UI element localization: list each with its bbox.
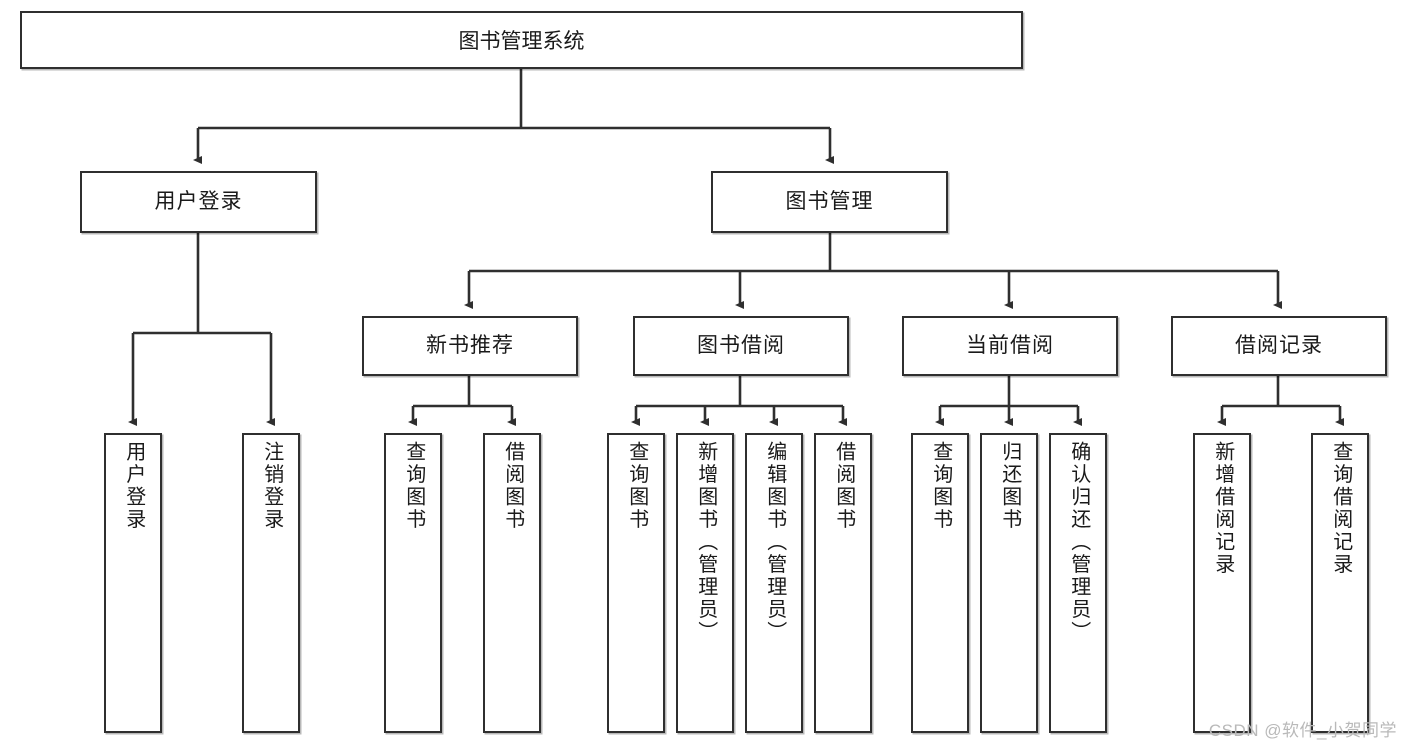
leaf-borrow-book-new[interactable]: 借阅图书 — [483, 433, 541, 733]
watermark: CSDN @软件_小贺同学 — [1208, 721, 1397, 740]
leaf-query-borrow-record[interactable]: 查询借阅记录 — [1311, 433, 1369, 733]
leaf-confirm-return-admin[interactable]: 确认归还（管理员） — [1049, 433, 1107, 733]
leaf-query-book-borrow[interactable]: 查询图书 — [607, 433, 665, 733]
leaf-user-login[interactable]: 用户登录 — [104, 433, 162, 733]
node-current-borrow[interactable]: 当前借阅 — [902, 316, 1118, 376]
leaf-label: 确认归还（管理员） — [1067, 441, 1090, 644]
node-root-book-management-system[interactable]: 图书管理系统 — [20, 11, 1023, 69]
leaf-label: 查询图书 — [929, 441, 952, 531]
leaf-label: 归还图书 — [998, 441, 1021, 531]
node-book-management[interactable]: 图书管理 — [711, 171, 948, 233]
leaf-add-book-admin[interactable]: 新增图书（管理员） — [676, 433, 734, 733]
node-label: 借阅记录 — [1235, 334, 1323, 358]
leaf-label: 新增借阅记录 — [1211, 441, 1234, 576]
leaf-query-book-current[interactable]: 查询图书 — [911, 433, 969, 733]
leaf-label: 借阅图书 — [501, 441, 524, 531]
leaf-return-book[interactable]: 归还图书 — [980, 433, 1038, 733]
leaf-label: 查询图书 — [402, 441, 425, 531]
leaf-label: 编辑图书（管理员） — [763, 441, 786, 644]
node-label: 用户登录 — [154, 190, 243, 214]
node-label: 图书管理系统 — [458, 30, 585, 53]
node-label: 新书推荐 — [426, 334, 514, 358]
leaf-query-book-new[interactable]: 查询图书 — [384, 433, 442, 733]
node-book-borrow[interactable]: 图书借阅 — [633, 316, 849, 376]
node-label: 当前借阅 — [966, 334, 1054, 358]
leaf-label: 查询图书 — [625, 441, 648, 531]
leaf-borrow-book[interactable]: 借阅图书 — [814, 433, 872, 733]
node-new-book-recommendation[interactable]: 新书推荐 — [362, 316, 578, 376]
leaf-label: 用户登录 — [122, 441, 145, 531]
node-label: 图书借阅 — [697, 334, 785, 358]
leaf-edit-book-admin[interactable]: 编辑图书（管理员） — [745, 433, 803, 733]
leaf-logout[interactable]: 注销登录 — [242, 433, 300, 733]
node-borrow-record[interactable]: 借阅记录 — [1171, 316, 1387, 376]
leaf-label: 新增图书（管理员） — [694, 441, 717, 644]
node-user-login[interactable]: 用户登录 — [80, 171, 317, 233]
leaf-label: 注销登录 — [260, 441, 283, 531]
leaf-add-borrow-record[interactable]: 新增借阅记录 — [1193, 433, 1251, 733]
node-label: 图书管理 — [785, 190, 874, 214]
leaf-label: 查询借阅记录 — [1329, 441, 1352, 576]
leaf-label: 借阅图书 — [832, 441, 855, 531]
